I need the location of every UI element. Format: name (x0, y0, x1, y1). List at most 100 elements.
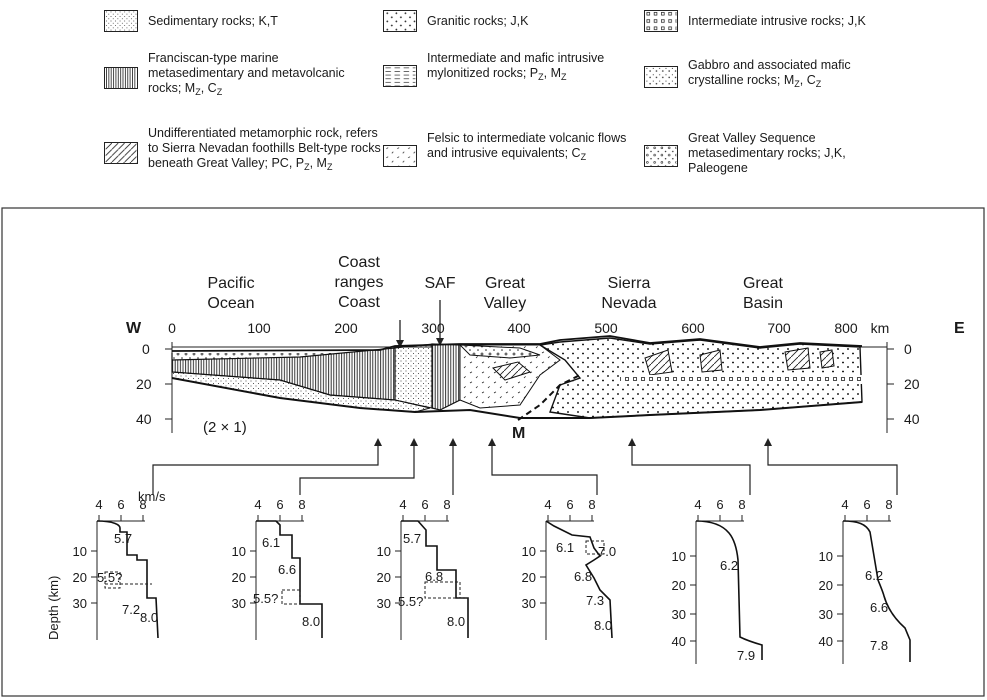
intermediate-band (620, 375, 862, 384)
velocity-label: 8.0 (594, 618, 612, 633)
velocity-tick-label: 8 (738, 497, 745, 512)
velocity-label: 7.9 (737, 648, 755, 663)
depth-tick-label: 10 (377, 544, 391, 559)
depth-tick-label: 30 (73, 596, 87, 611)
velocity-tick-label: 8 (885, 497, 892, 512)
depth-tick-label: 40 (136, 411, 152, 427)
velocity-label: 7.0 (598, 544, 616, 559)
velocity-label: 5.7 (403, 531, 421, 546)
depth-tick-label: 20 (819, 578, 833, 593)
velocity-tick-label: 4 (544, 497, 551, 512)
velocity-tick-label: 6 (276, 497, 283, 512)
distance-ticks: 0 100 200 300 400 500 600 700 800 km (168, 320, 889, 336)
depth-tick-label: 30 (377, 596, 391, 611)
low-velocity-zone (425, 582, 468, 598)
connector-arrowheads (374, 438, 772, 446)
velocity-tick-label: 6 (566, 497, 573, 512)
distance-tick-label: 800 (834, 320, 858, 336)
moho-label: M (512, 425, 525, 442)
velocity-tick-label: 6 (421, 497, 428, 512)
depth-tick-label: 10 (232, 544, 246, 559)
depth-tick-label: 20 (136, 376, 152, 392)
velocity-label: 7.3 (586, 593, 604, 608)
distance-tick-label: 100 (247, 320, 271, 336)
velocity-label: 8.0 (447, 614, 465, 629)
connector-4 (492, 440, 597, 495)
distance-tick-label: 700 (767, 320, 791, 336)
depth-tick-label: 10 (73, 544, 87, 559)
distance-tick-label: 600 (681, 320, 705, 336)
depth-tick-label: 0 (142, 341, 150, 357)
velocity-curve (696, 521, 762, 660)
east-label: E (954, 320, 965, 337)
depth-tick-label: 40 (904, 411, 920, 427)
connector-5 (632, 440, 750, 495)
exaggeration-label: (2 × 1) (203, 419, 247, 436)
velocity-tick-label: 6 (117, 497, 124, 512)
distance-tick-label: 500 (594, 320, 618, 336)
connector-2 (300, 440, 414, 495)
depth-tick-label: 20 (904, 376, 920, 392)
velocity-label: 6.2 (865, 568, 883, 583)
velocity-tick-label: 6 (863, 497, 870, 512)
region-labels: PacificOcean CoastrangesCoast SAF GreatV… (207, 254, 783, 312)
velocity-tick-label: 4 (399, 497, 406, 512)
cross-section (172, 336, 862, 420)
km-unit-label: km (871, 320, 890, 336)
velocity-label: 6.6 (870, 600, 888, 615)
velocity-tick-label: 8 (443, 497, 450, 512)
depth-tick-label: 10 (819, 549, 833, 564)
depth-tick-label: 20 (232, 570, 246, 585)
velocity-profile-panel: 4681020305.75.5?7.28.0 (73, 497, 159, 640)
region-label-saf: SAF (424, 275, 455, 292)
depth-tick-label: 30 (819, 607, 833, 622)
low-velocity-zone (282, 590, 300, 604)
depth-tick-label: 0 (904, 341, 912, 357)
depth-tick-label: 20 (73, 570, 87, 585)
connector-6 (768, 440, 897, 495)
velocity-tick-label: 4 (694, 497, 701, 512)
depth-tick-label: 10 (522, 544, 536, 559)
velocity-tick-label: 8 (298, 497, 305, 512)
distance-tick-label: 400 (507, 320, 531, 336)
velocity-tick-label: 4 (841, 497, 848, 512)
velocity-label: 6.1 (556, 540, 574, 555)
saf-block (432, 344, 460, 410)
velocity-label: 8.0 (140, 610, 158, 625)
profile-connectors (153, 440, 897, 495)
velocity-label: 5.5? (398, 594, 423, 609)
velocity-tick-label: 4 (95, 497, 102, 512)
depth-tick-label: 20 (377, 570, 391, 585)
velocity-tick-label: 8 (139, 497, 146, 512)
depth-tick-label: 40 (819, 634, 833, 649)
coast-ranges-block (395, 344, 432, 408)
depth-tick-label: 20 (672, 578, 686, 593)
velocity-label: 7.8 (870, 638, 888, 653)
distance-tick-label: 300 (421, 320, 445, 336)
connector-1 (153, 440, 378, 495)
depth-axis-label: Depth (km) (46, 576, 61, 640)
depth-tick-label: 40 (672, 634, 686, 649)
velocity-label: 5.5? (253, 591, 278, 606)
depth-tick-label: 20 (522, 570, 536, 585)
velocity-label: 6.1 (262, 535, 280, 550)
velocity-tick-label: 4 (254, 497, 261, 512)
distance-tick-label: 200 (334, 320, 358, 336)
region-label-coast: CoastrangesCoast (335, 254, 384, 311)
velocity-tick-label: 8 (588, 497, 595, 512)
velocity-label: 8.0 (302, 614, 320, 629)
velocity-tick-label: 6 (716, 497, 723, 512)
velocity-label: 6.8 (425, 569, 443, 584)
region-label-sierra-nevada: SierraNevada (601, 275, 656, 312)
depth-tick-label: 30 (522, 596, 536, 611)
depth-tick-label: 30 (232, 596, 246, 611)
depth-tick-label: 10 (672, 549, 686, 564)
